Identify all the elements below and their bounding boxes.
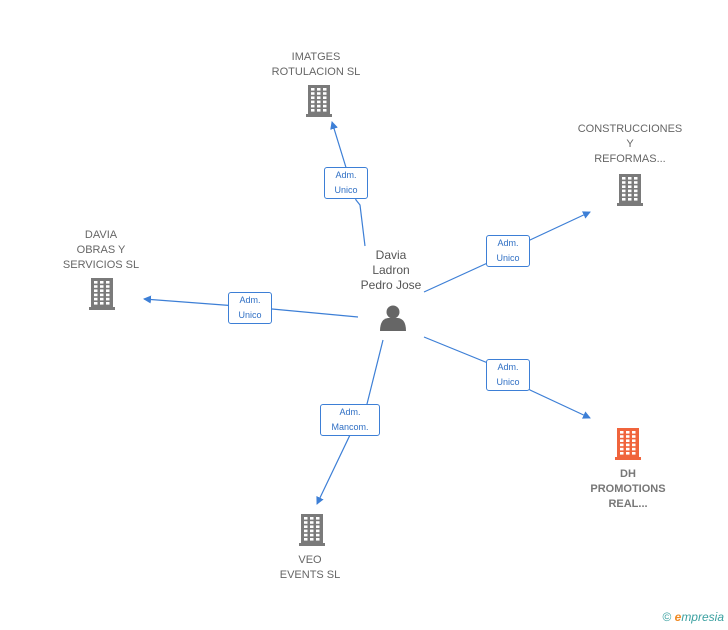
building-icon[interactable] xyxy=(615,428,641,460)
brand-logo-e: e xyxy=(674,610,682,624)
edge-label-veo-events: Adm. Mancom. xyxy=(320,404,380,436)
company-label-dh-promotions[interactable]: DH PROMOTIONS REAL... xyxy=(590,468,666,510)
edge-label-dh-promotions: Adm. Unico xyxy=(486,359,530,391)
edge-label-imatges: Adm. Unico xyxy=(324,167,368,199)
brand-logo-text: mpresia xyxy=(681,610,724,624)
person-icon[interactable] xyxy=(380,305,406,332)
building-icon[interactable] xyxy=(617,174,643,206)
company-label-construcciones[interactable]: CONSTRUCCIONES Y REFORMAS... xyxy=(577,123,683,165)
edge-label-davia-obras: Adm. Unico xyxy=(228,292,272,324)
copyright-icon: © xyxy=(662,610,672,624)
building-icon[interactable] xyxy=(89,278,115,310)
building-icon[interactable] xyxy=(299,514,325,546)
company-label-imatges[interactable]: IMATGES ROTULACION SL xyxy=(271,51,361,78)
company-label-davia-obras[interactable]: DAVIA OBRAS Y SERVICIOS SL xyxy=(62,229,140,271)
edge-label-construcciones: Adm. Unico xyxy=(486,235,530,267)
building-icon[interactable] xyxy=(306,85,332,117)
company-label-veo-events[interactable]: VEO EVENTS SL xyxy=(279,554,341,581)
edge-imatges xyxy=(330,121,366,247)
person-name[interactable]: Davia Ladron Pedro Jose xyxy=(360,248,422,292)
footer-brand[interactable]: © empresia xyxy=(662,610,724,624)
